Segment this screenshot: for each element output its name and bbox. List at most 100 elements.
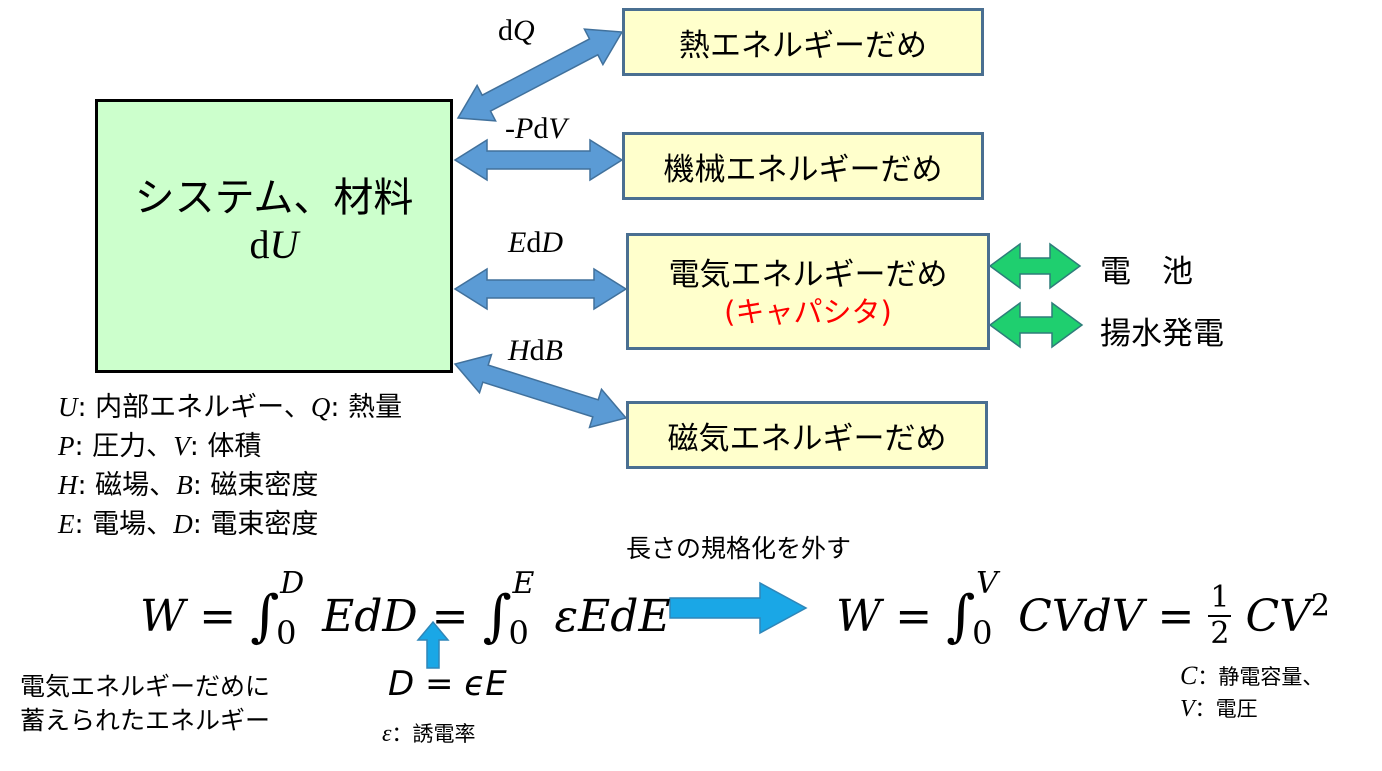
integral-2: ∫ E 0: [483, 566, 535, 652]
flow-var: H: [508, 334, 530, 367]
eq-equals: =: [431, 591, 469, 642]
du-var: U: [269, 222, 299, 267]
system-box: システム、材料 dU: [95, 99, 453, 373]
store-label: 電気エネルギーだめ: [668, 256, 948, 293]
integral-body: εEdE: [554, 591, 671, 642]
permittivity-text: ：誘電率: [391, 722, 476, 746]
du-prefix: d: [249, 222, 270, 267]
integral-upper: V: [976, 566, 998, 601]
eq-equals: =: [1157, 591, 1195, 642]
arrow-electric: [453, 267, 628, 311]
voltage-line: V：電圧: [1180, 693, 1323, 725]
system-title: システム、材料: [134, 175, 414, 221]
arrow-mechanical: [453, 138, 624, 182]
legend-var: E: [58, 509, 75, 539]
fraction-denominator: 2: [1210, 615, 1230, 651]
integral-body: EdD: [322, 591, 418, 642]
integral-1: ∫ D 0: [250, 566, 304, 652]
permittivity-note: ε：誘電率: [382, 718, 475, 748]
equation-left: W = ∫ D 0 EdD = ∫ E 0 εEdE: [140, 566, 671, 652]
flow-var2: V: [548, 112, 567, 145]
arrow-heat: [456, 28, 624, 122]
flow-label-mechanical: -PdV: [505, 112, 567, 146]
store-mechanical: 機械エネルギーだめ: [622, 132, 984, 200]
legend-text: : 磁場、: [77, 470, 177, 501]
flow-label-heat: dQ: [498, 14, 535, 48]
eq-lhs: W: [836, 591, 882, 642]
flow-label-electric: EdD: [508, 226, 563, 260]
legend-line: U: 内部エネルギー、Q: 熱量: [58, 388, 402, 427]
eq-power: 2: [1310, 588, 1331, 624]
flow-d: d: [526, 226, 542, 259]
voltage-var: V: [1180, 696, 1195, 722]
stored-energy-line: 電気エネルギーだめに: [20, 672, 271, 701]
fraction: 1 2: [1208, 579, 1232, 651]
flow-label-magnetic: HdB: [508, 334, 563, 368]
legend-text: : 電場、: [74, 509, 174, 540]
integral-sign: ∫: [250, 584, 280, 649]
capacitor-label: (キャパシタ): [724, 294, 892, 329]
integral-upper: D: [280, 566, 305, 601]
eq-tail: CV: [1245, 591, 1311, 642]
flow-d: d: [529, 334, 545, 367]
store-electric: 電気エネルギーだめ (キャパシタ): [626, 233, 990, 350]
flow-var2: B: [544, 334, 563, 367]
equation-right: W = ∫ V 0 CVdV = 1 2 CV2: [836, 566, 1331, 655]
voltage-text: ：電圧: [1194, 697, 1258, 721]
legend-var: U: [58, 392, 78, 422]
store-magnetic: 磁気エネルギーだめ: [626, 401, 988, 469]
integral-lower: 0: [972, 614, 993, 652]
capacitance-var: C: [1180, 661, 1198, 690]
legend: U: 内部エネルギー、Q: 熱量 P: 圧力、V: 体積 H: 磁場、B: 磁束…: [58, 388, 402, 544]
legend-var: V: [173, 431, 190, 461]
system-du: dU: [250, 222, 299, 268]
legend-var: B: [176, 470, 193, 500]
relation-d-eps-e: D = ϵE: [388, 664, 507, 704]
stored-energy-line: 蓄えられたエネルギー: [20, 706, 271, 735]
legend-var: P: [58, 431, 75, 461]
arrow-pumped-hydro: [988, 301, 1084, 349]
store-label: 機械エネルギーだめ: [663, 151, 943, 188]
arrow-transform: [669, 581, 808, 635]
flow-d: d: [533, 112, 549, 145]
store-label: 熱エネルギーだめ: [679, 27, 927, 64]
legend-var: D: [173, 509, 193, 539]
integral-3: ∫ V 0: [946, 566, 998, 652]
legend-text: : 電束密度: [192, 509, 319, 540]
legend-text: : 体積: [189, 431, 262, 462]
arrow-up-relation: [416, 620, 450, 669]
integral-lower: 0: [276, 614, 297, 652]
flow-sign: -: [505, 112, 515, 145]
legend-line: P: 圧力、V: 体積: [58, 427, 402, 466]
integral-lower: 0: [508, 614, 529, 652]
eq-equals: =: [199, 591, 237, 642]
arrow-battery: [988, 242, 1082, 290]
integral-upper: E: [512, 566, 535, 601]
legend-text: : 内部エネルギー、: [77, 392, 311, 423]
flow-var: P: [515, 112, 534, 145]
capacitance-line: C：静電容量、: [1180, 660, 1323, 693]
capacitance-text: ：静電容量、: [1197, 665, 1324, 689]
legend-line: H: 磁場、B: 磁束密度: [58, 466, 402, 505]
transform-label: 長さの規格化を外す: [626, 534, 852, 563]
external-pumped-hydro: 揚水発電: [1100, 316, 1224, 352]
legend-var: Q: [310, 392, 331, 422]
store-label: 磁気エネルギーだめ: [667, 420, 947, 457]
flow-var2: D: [541, 226, 563, 259]
eq-equals: =: [895, 591, 933, 642]
flow-d: d: [498, 14, 513, 47]
legend-var: H: [58, 470, 78, 500]
permittivity-var: ε: [382, 721, 392, 747]
eq-lhs: W: [140, 591, 186, 642]
stored-energy-note: 電気エネルギーだめに 蓄えられたエネルギー: [20, 670, 270, 738]
integral-body: CVdV: [1018, 591, 1144, 642]
external-battery: 電 池: [1100, 254, 1193, 290]
legend-line: E: 電場、D: 電束密度: [58, 505, 402, 544]
legend-text: : 圧力、: [74, 431, 174, 462]
fraction-numerator: 1: [1208, 579, 1232, 617]
legend-text: : 熱量: [330, 392, 403, 423]
capacitance-note: C：静電容量、 V：電圧: [1180, 660, 1323, 725]
integral-sign: ∫: [482, 584, 512, 649]
store-heat: 熱エネルギーだめ: [622, 8, 984, 76]
